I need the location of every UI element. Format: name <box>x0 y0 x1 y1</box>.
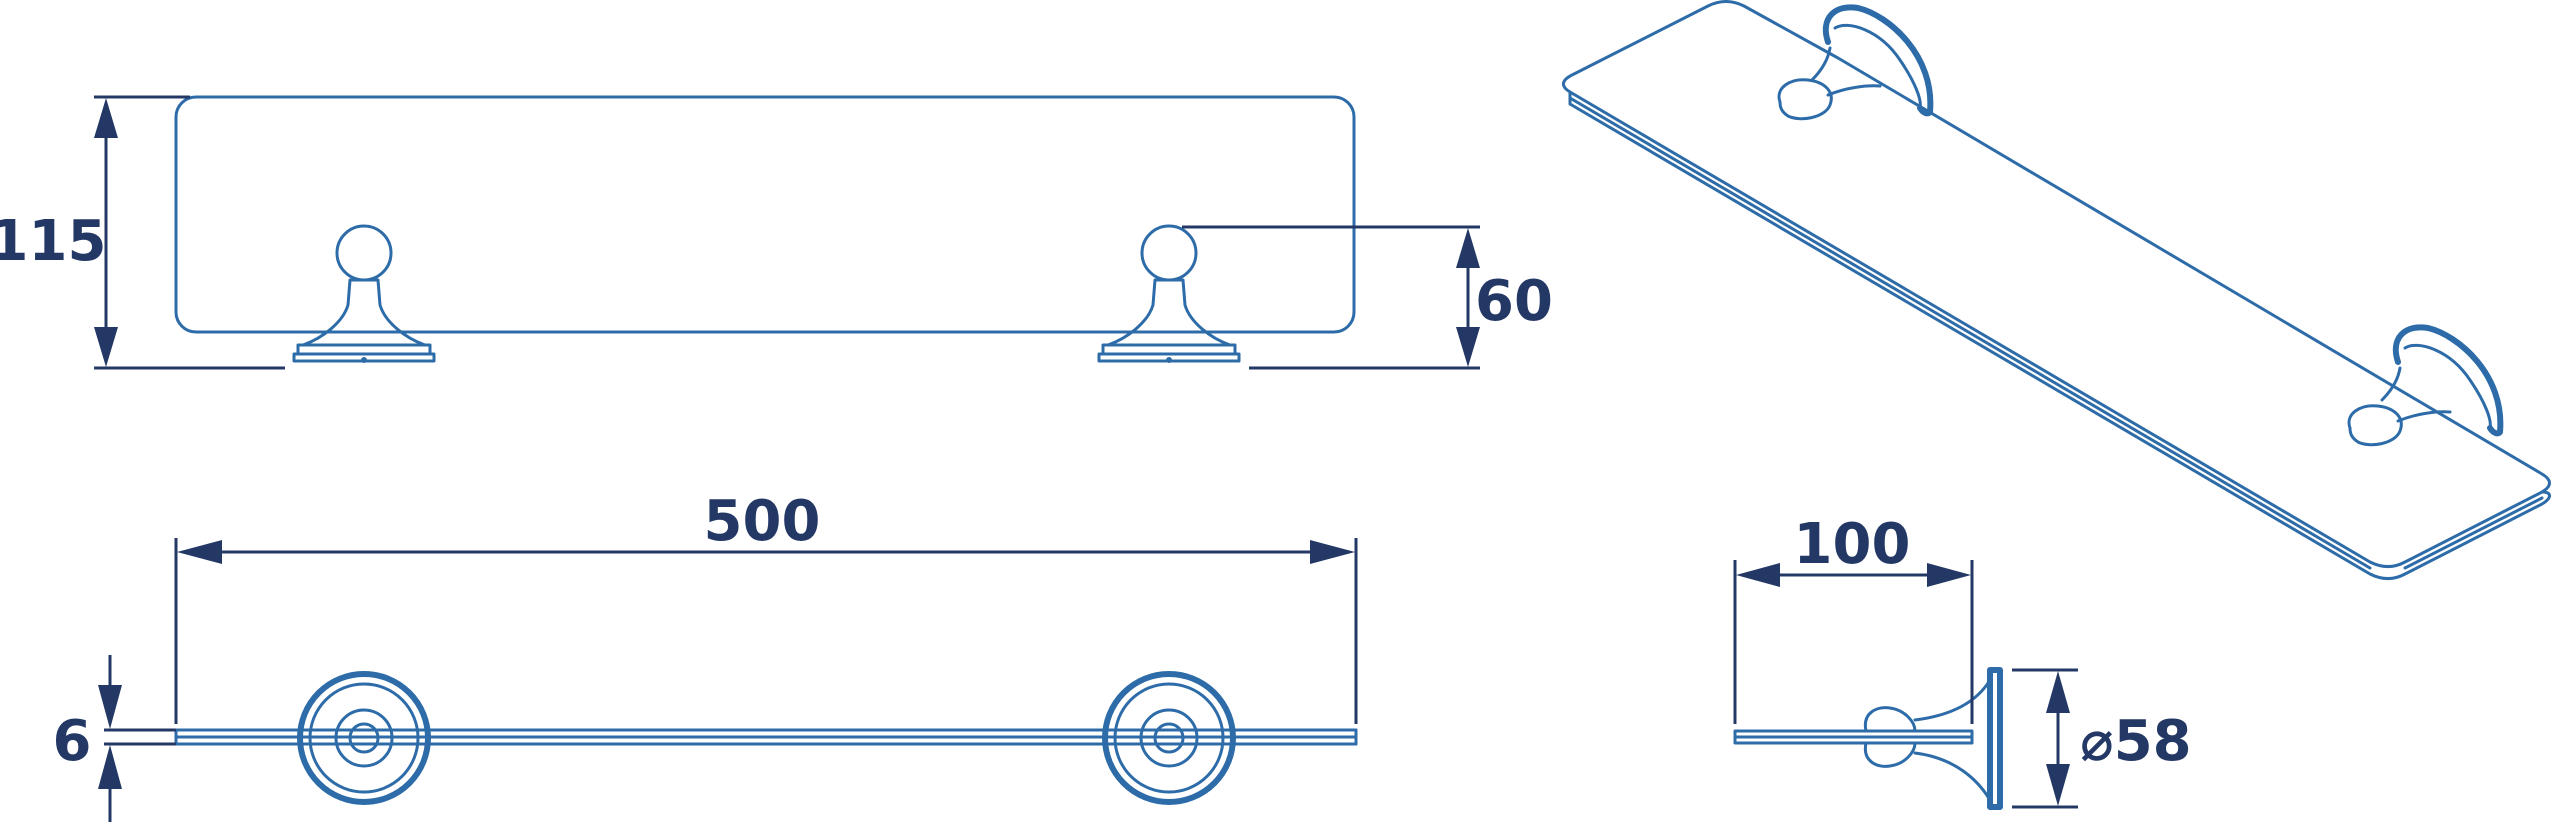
isometric-view <box>1562 0 2551 580</box>
thickness-label: 6 <box>53 709 92 774</box>
side-view-bracket <box>1863 667 2003 810</box>
isometric-shelf-top <box>1562 0 2551 568</box>
front-view-shelf-outline <box>174 95 1356 334</box>
base-diameter-label: ⌀58 <box>2080 709 2192 774</box>
length-label: 500 <box>704 489 821 554</box>
dimension-depth: 100 <box>1733 512 1974 724</box>
front-view-left-bracket <box>292 224 436 363</box>
dimension-length: 500 <box>174 489 1358 724</box>
isometric-upper-bracket <box>1777 4 1934 121</box>
front-view-right-bracket <box>1097 224 1241 363</box>
overall-height-label: 115 <box>0 209 106 274</box>
dimension-bracket-height: 60 <box>1182 225 1553 370</box>
dimension-overall-height: 115 <box>0 95 285 370</box>
bracket-height-label: 60 <box>1475 269 1553 334</box>
front-view: 115 60 <box>0 95 1553 370</box>
side-view: 100 ⌀58 <box>1733 512 2192 810</box>
dimension-base-diameter: ⌀58 <box>2012 668 2192 809</box>
isometric-lower-bracket <box>2347 324 2504 447</box>
top-view: 500 6 <box>53 489 1358 822</box>
dimension-thickness: 6 <box>53 655 176 822</box>
depth-label: 100 <box>1794 512 1911 577</box>
